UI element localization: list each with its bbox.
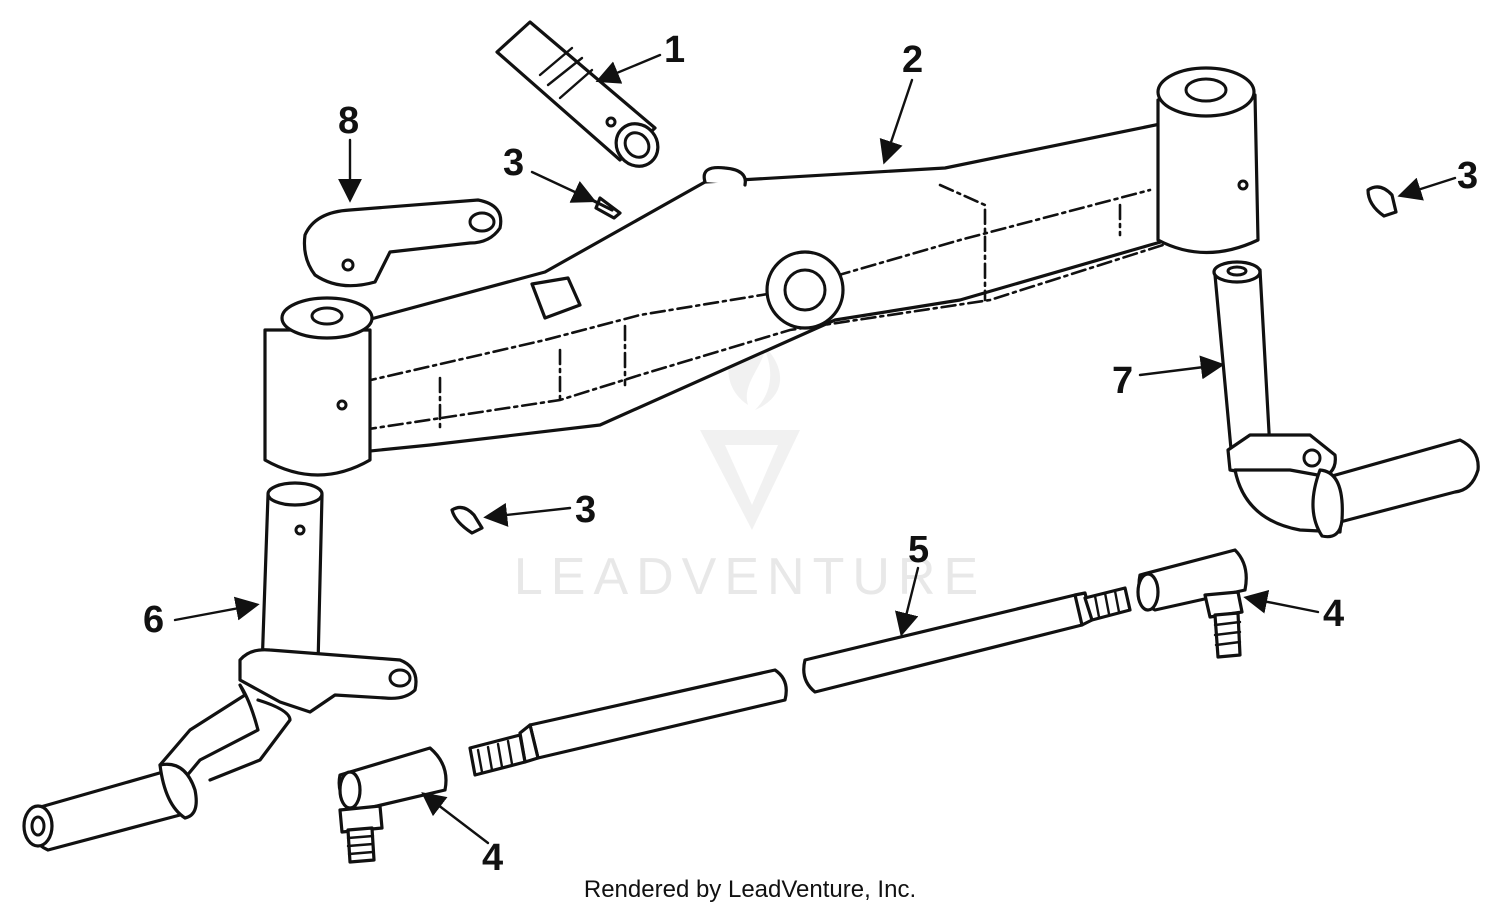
callout-8: 8 xyxy=(338,100,359,142)
callout-2: 2 xyxy=(902,39,923,81)
tie-rod-end-part-4-right xyxy=(1136,548,1248,659)
callout-leaders xyxy=(173,53,1457,845)
callout-3-middle: 3 xyxy=(575,489,596,531)
footer-credit: Rendered by LeadVenture, Inc. xyxy=(583,876,917,903)
callout-4-right: 4 xyxy=(1323,593,1344,635)
callout-1: 1 xyxy=(664,29,685,71)
grease-fitting-part-3-middle xyxy=(450,505,484,535)
callout-3-right: 3 xyxy=(1457,155,1478,197)
grease-fitting-part-3-top xyxy=(590,196,622,220)
callout-4-left: 4 xyxy=(482,837,503,879)
right-spindle-part-7 xyxy=(1212,260,1480,539)
callout-5: 5 xyxy=(908,529,929,571)
watermark-text: LEADVENTURE xyxy=(514,548,986,606)
left-spindle-part-6 xyxy=(22,481,418,852)
axle-beam-part-2 xyxy=(263,66,1260,477)
steering-arm-part-8 xyxy=(302,198,503,288)
tie-rod-end-part-4-left xyxy=(337,746,448,864)
callout-3-top: 3 xyxy=(503,142,524,184)
callout-7: 7 xyxy=(1112,360,1133,402)
pivot-pin-part-1 xyxy=(495,20,660,168)
grease-fitting-part-3-right xyxy=(1366,185,1398,218)
callout-6: 6 xyxy=(143,599,164,641)
tie-rod-part-5 xyxy=(468,586,1132,777)
